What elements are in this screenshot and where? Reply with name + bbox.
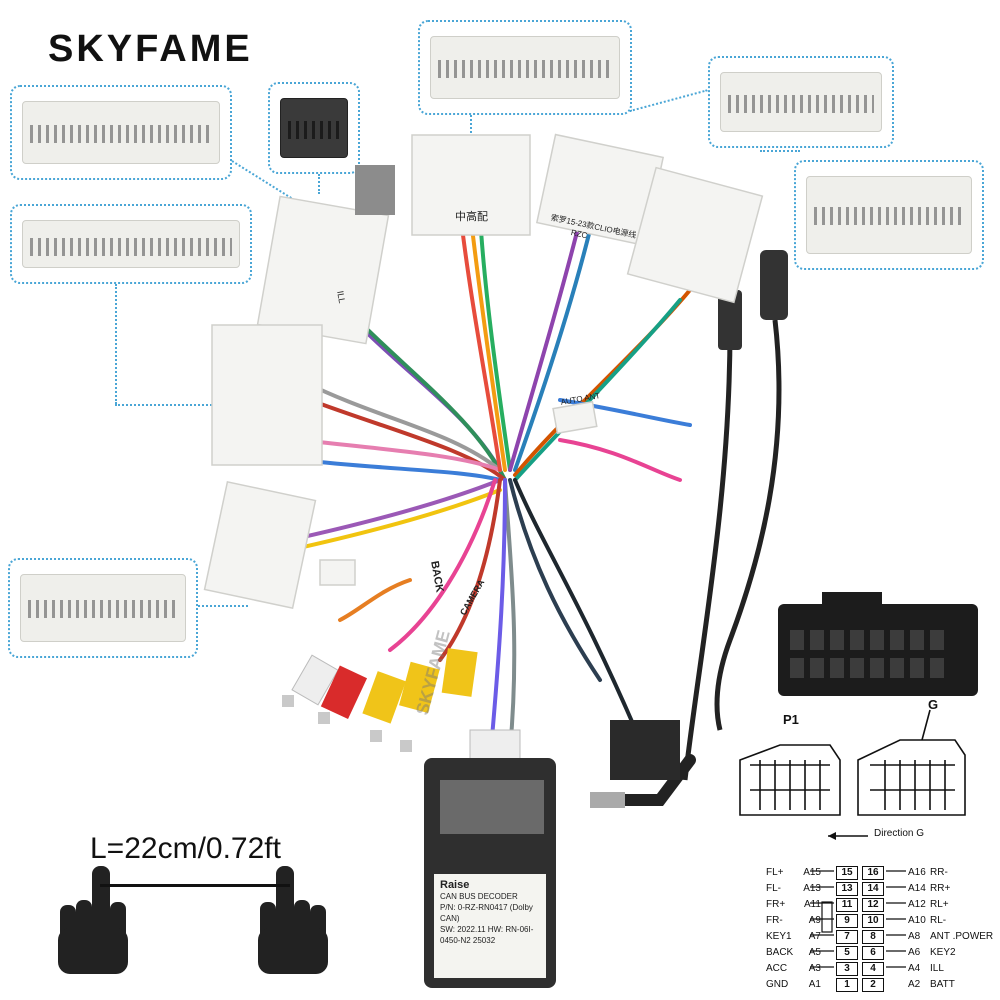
- connector-callout-3: [418, 20, 632, 115]
- pin-name: GND: [766, 979, 789, 990]
- pin-code: A8: [908, 931, 921, 942]
- pin-code: A14: [908, 883, 926, 894]
- cable-length-label: L=22cm/0.72ft: [90, 832, 281, 865]
- p1-label: P1: [783, 712, 799, 727]
- pin-box: 10: [862, 914, 884, 928]
- pin-code: A11: [803, 899, 821, 910]
- pin-code: A2: [908, 979, 921, 990]
- pin-box: 14: [862, 882, 884, 896]
- pin-name: RL+: [930, 899, 949, 910]
- label-ill: ILL: [335, 290, 348, 305]
- pin-name: KEY1: [766, 931, 792, 942]
- pin-name: FL-: [766, 883, 781, 894]
- connector-callout-6: [10, 204, 252, 284]
- pin-name: FL+: [766, 867, 784, 878]
- pinout-left-pins: A15 A13 A11 A9 A7 A5 A3 A1: [793, 865, 821, 993]
- right-hand-icon: [258, 866, 328, 974]
- pin-code: A9: [808, 915, 821, 926]
- pin-box: 13: [836, 882, 858, 896]
- pin-name: ANT .POWER: [930, 931, 994, 942]
- pin-box: 3: [836, 962, 858, 976]
- pin-box: 16: [862, 866, 884, 880]
- pin-code: A15: [803, 867, 821, 878]
- decoder-pn: P/N: 0-RZ-RN0417 (Dolby CAN): [440, 903, 533, 923]
- pinout-left-names: FL+ FL- FR+ FR- KEY1 BACK ACC GND: [766, 865, 806, 993]
- pin-name: KEY2: [930, 947, 956, 958]
- pin-name: RL-: [930, 915, 947, 926]
- label-zh-high: 中高配: [455, 211, 488, 223]
- brand-logo: SKYFAME: [48, 28, 253, 70]
- pin-code: A5: [808, 947, 821, 958]
- pin-name: ACC: [766, 963, 788, 974]
- connector-callout-7: [8, 558, 198, 658]
- direction-label: Direction G: [874, 828, 925, 839]
- pin-name: BATT: [930, 979, 955, 990]
- pin-box: 8: [862, 930, 884, 944]
- connector-callout-1: [10, 85, 232, 180]
- pin-name: FR-: [766, 915, 783, 926]
- pin-code: A3: [808, 963, 821, 974]
- pinout-right-pins: A16 A14 A12 A10 A8 A6 A4 A2: [908, 865, 932, 993]
- connector-callout-2: [268, 82, 360, 174]
- pin-box: 4: [862, 962, 884, 976]
- decoder-brand: Raise: [440, 879, 470, 891]
- pinout-right-names: RR- RR+ RL+ RL- ANT .POWER KEY2 ILL BATT: [930, 865, 998, 993]
- pin-name: RR+: [930, 883, 951, 894]
- pin-box: 5: [836, 946, 858, 960]
- left-hand-icon: [58, 866, 128, 974]
- pin-name: RR-: [930, 867, 948, 878]
- pin-code: A7: [808, 931, 821, 942]
- pin-code: A10: [908, 915, 926, 926]
- pin-box: 1: [836, 978, 858, 992]
- pin-box: 9: [836, 914, 858, 928]
- connector-callout-5: [794, 160, 984, 270]
- decoder-name: CAN BUS DECODER: [440, 892, 518, 901]
- decoder-sw: SW: 2022.11 HW: RN-06I-0450-N2 25032: [440, 925, 534, 945]
- pin-box: 6: [862, 946, 884, 960]
- connector-callout-4: [708, 56, 894, 148]
- pin-box: 15: [836, 866, 858, 880]
- pin-name: ILL: [930, 963, 944, 974]
- decoder-label: Raise CAN BUS DECODER P/N: 0-RZ-RN0417 (…: [440, 880, 540, 975]
- pin-code: A12: [908, 899, 926, 910]
- pin-code: A1: [808, 979, 821, 990]
- pin-box: 2: [862, 978, 884, 992]
- pin-name: BACK: [766, 947, 794, 958]
- g-label: G: [928, 697, 939, 712]
- pin-box: 12: [862, 898, 884, 912]
- pin-box: 11: [836, 898, 858, 912]
- pin-box: 7: [836, 930, 858, 944]
- pin-code: A4: [908, 963, 921, 974]
- cable-length-line: [100, 884, 290, 887]
- pin-code: A6: [908, 947, 921, 958]
- pin-code: A16: [908, 867, 926, 878]
- pin-name: FR+: [766, 899, 786, 910]
- pin-code: A13: [803, 883, 821, 894]
